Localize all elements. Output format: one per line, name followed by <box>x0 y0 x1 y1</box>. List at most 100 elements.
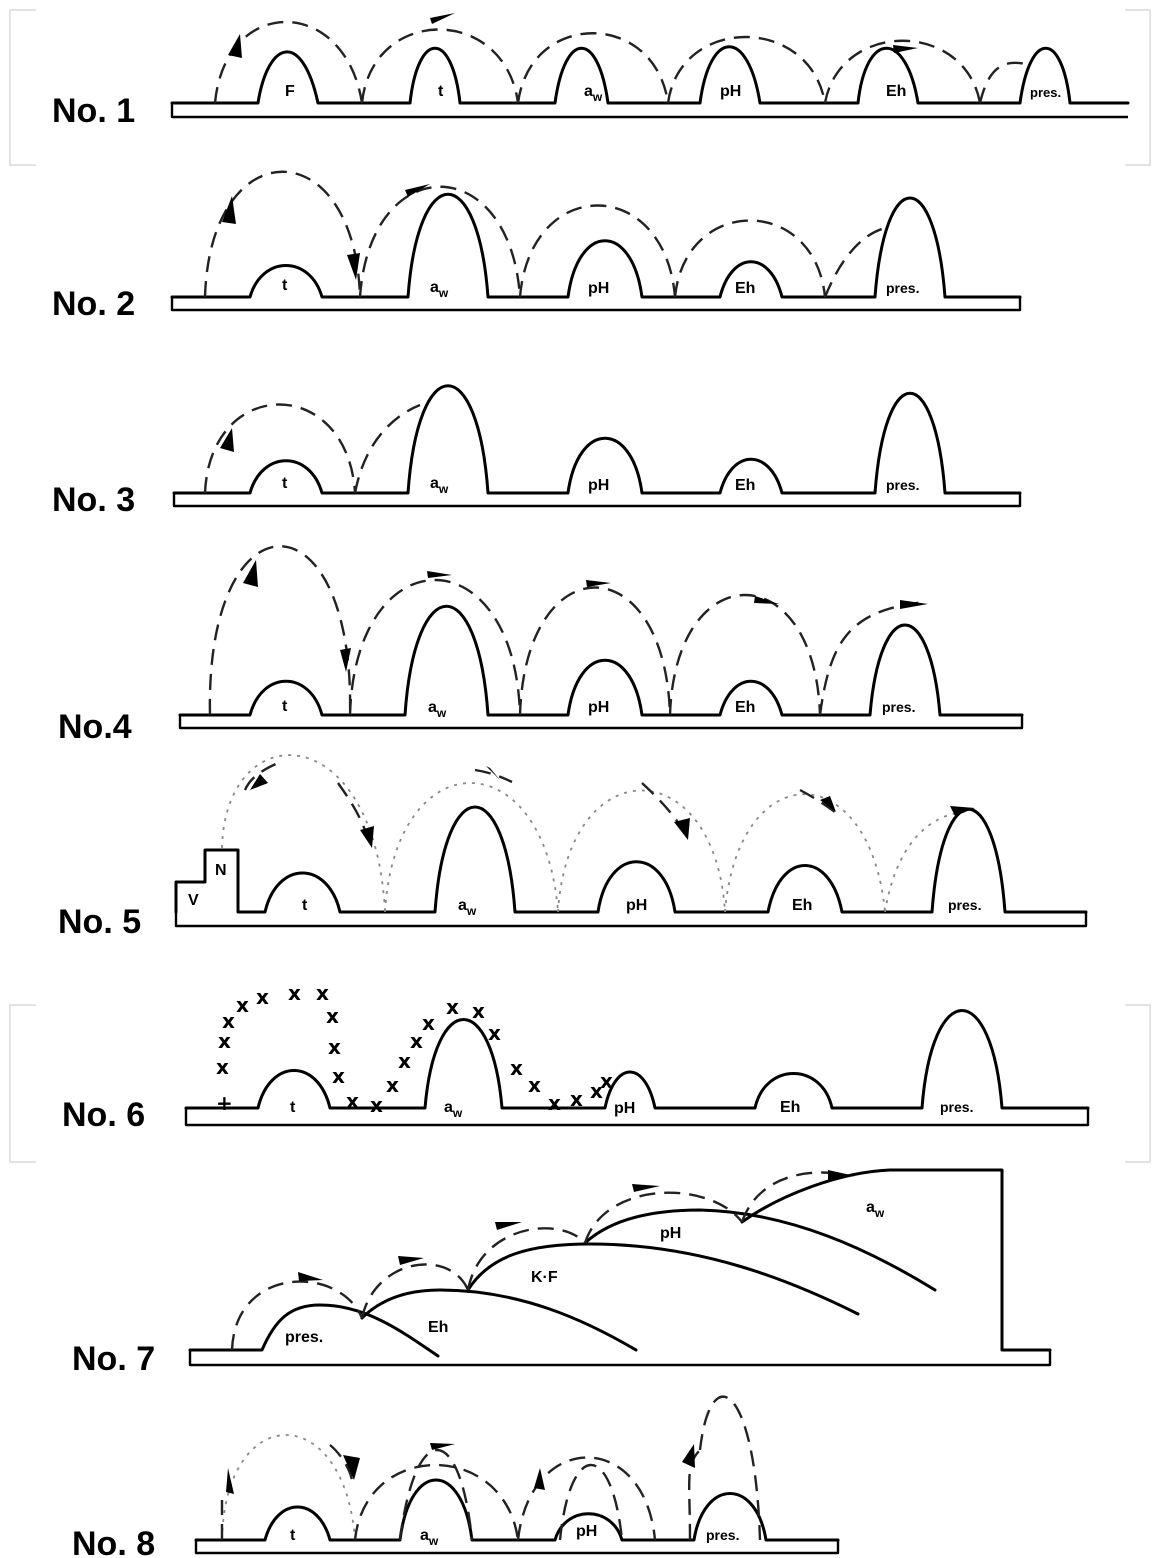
hurdle-profile <box>170 193 1022 299</box>
row-label: No. 7 <box>72 1340 155 1378</box>
hurdle-Eh: Eh <box>428 1319 448 1336</box>
row-label: No. 2 <box>52 285 135 323</box>
hurdle-profile <box>170 45 1130 105</box>
microbe-trajectory <box>213 13 1031 104</box>
microbe-trajectory <box>203 403 421 494</box>
row-6: No. 6 t aw pH Eh pres. + x x x x x x x x… <box>62 981 1090 1134</box>
microbe-trajectory-x: + x x x x x x x x x x x x x x x x x x x … <box>216 981 613 1117</box>
hurdle-pres: pres. <box>940 1099 973 1115</box>
row-7: No. 7 pres. Eh K·F pH aw <box>72 1168 1052 1378</box>
hurdle-pH: pH <box>660 1225 681 1242</box>
hurdle-N: N <box>215 862 227 879</box>
baseline-bar <box>184 1108 1090 1127</box>
watermark-brackets <box>9 9 1151 1163</box>
svg-text:x: x <box>528 1073 541 1097</box>
svg-text:x: x <box>398 1049 411 1073</box>
baseline-bar <box>174 912 1088 928</box>
hurdle-t: t <box>302 897 308 914</box>
hurdle-pH: pH <box>720 83 741 100</box>
hurdle-t: t <box>282 698 288 715</box>
row-2: No. 2 t aw pH Eh pres. <box>52 170 1022 323</box>
hurdle-profile <box>174 805 1088 914</box>
hurdle-labels: pres. Eh K·F pH aw <box>285 1199 885 1346</box>
hurdle-profile <box>178 605 1024 717</box>
row-5: No. 5 V N t aw pH Eh pres. <box>58 754 1088 941</box>
hurdle-pres: pres. <box>886 280 919 296</box>
svg-text:x: x <box>328 1035 341 1059</box>
row-8: No. 8 t aw pH pres. <box>72 1395 840 1558</box>
svg-text:x: x <box>548 1091 561 1115</box>
hurdle-Eh: Eh <box>792 897 812 914</box>
svg-text:x: x <box>316 981 329 1005</box>
hurdle-aw: aw <box>444 1099 463 1120</box>
svg-text:x: x <box>346 1089 359 1113</box>
hurdle-aw: aw <box>428 699 447 720</box>
baseline-bar <box>188 1350 1052 1367</box>
hurdle-pres: pres. <box>886 477 919 493</box>
row-label: No. 1 <box>52 92 135 130</box>
svg-text:x: x <box>332 1064 345 1088</box>
baseline-bar <box>170 297 1022 312</box>
hurdle-labels: t aw pH Eh pres. <box>282 475 919 496</box>
row-label: No. 5 <box>58 903 141 941</box>
hurdle-pres: pres. <box>1030 85 1061 100</box>
hurdle-aw: aw <box>430 475 449 496</box>
svg-text:x: x <box>410 1029 423 1053</box>
svg-text:x: x <box>590 1079 603 1103</box>
hurdle-t: t <box>282 277 288 294</box>
row-3: No. 3 t aw pH Eh pres. <box>52 384 1022 519</box>
curve-aw <box>740 1168 1052 1352</box>
hurdle-pH: pH <box>576 1523 597 1540</box>
row-label: No.4 <box>58 708 132 746</box>
hurdle-labels: F t aw pH Eh pres. <box>285 83 1061 104</box>
hurdle-profile <box>184 1009 1090 1110</box>
hurdle-KF: K·F <box>531 1269 558 1286</box>
hurdle-Eh: Eh <box>780 1099 800 1116</box>
hurdle-aw: aw <box>866 1199 885 1220</box>
curve-Eh <box>360 1288 638 1352</box>
baseline-bar <box>194 1540 840 1555</box>
hurdle-Eh: Eh <box>735 477 755 494</box>
hurdle-Eh: Eh <box>886 83 906 100</box>
hurdle-F: F <box>285 83 295 100</box>
microbe-trajectory <box>203 170 886 298</box>
hurdle-aw: aw <box>430 279 449 300</box>
microbe-trajectory <box>221 754 975 913</box>
hurdle-aw: aw <box>584 83 603 104</box>
svg-text:x: x <box>386 1073 399 1097</box>
microbe-trajectory <box>230 1170 855 1351</box>
hurdle-aw: aw <box>458 897 477 918</box>
hurdle-Eh: Eh <box>735 699 755 716</box>
svg-text:x: x <box>370 1093 383 1117</box>
microbe-trajectory <box>208 545 928 716</box>
hurdle-t: t <box>290 1527 296 1544</box>
hurdle-pH: pH <box>588 280 609 297</box>
hurdle-labels: t aw pH pres. <box>290 1523 739 1548</box>
hurdle-labels: V N t aw pH Eh pres. <box>188 862 981 918</box>
svg-text:x: x <box>216 1055 229 1079</box>
curve-KF <box>466 1242 860 1316</box>
curve-pH <box>583 1208 937 1292</box>
row-label: No. 3 <box>52 481 135 519</box>
hurdle-t: t <box>438 83 444 100</box>
baseline-bar <box>178 715 1024 730</box>
hurdle-labels: t aw pH Eh pres. <box>282 277 919 300</box>
hurdle-pH: pH <box>626 897 647 914</box>
hurdle-profile <box>172 384 1022 495</box>
hurdle-pres: pres. <box>285 1329 323 1346</box>
svg-text:x: x <box>236 993 249 1017</box>
row-label: No. 6 <box>62 1096 145 1134</box>
svg-text:x: x <box>256 985 269 1009</box>
svg-text:+: + <box>216 1091 233 1115</box>
svg-text:x: x <box>488 1021 501 1045</box>
svg-text:x: x <box>510 1056 523 1080</box>
baseline-bar <box>170 103 1128 119</box>
hurdle-V: V <box>188 892 199 909</box>
microbe-trajectory <box>220 1395 762 1541</box>
row-4: No.4 t aw pH Eh pres. <box>58 545 1024 746</box>
svg-text:x: x <box>570 1087 583 1111</box>
hurdle-labels: t aw pH Eh pres. <box>290 1099 973 1120</box>
svg-text:x: x <box>218 1029 231 1053</box>
svg-text:x: x <box>422 1011 435 1035</box>
